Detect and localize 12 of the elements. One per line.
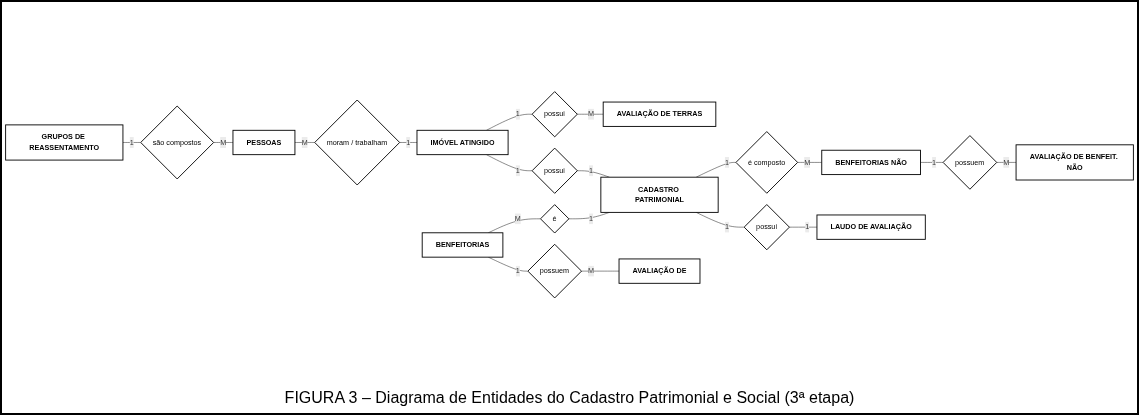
connector [488,218,541,233]
connector [122,141,141,143]
connector [486,154,533,171]
connector [788,226,818,228]
connector [213,141,234,143]
caption: FIGURA 3 – Diagrama de Entidades do Cadastro Patrimonial e Social (3ª etapa) [283,388,856,408]
connector [797,161,822,163]
connector [486,113,533,131]
connector [576,113,604,115]
connector [488,256,528,272]
connector [399,141,418,143]
connector [581,270,620,272]
